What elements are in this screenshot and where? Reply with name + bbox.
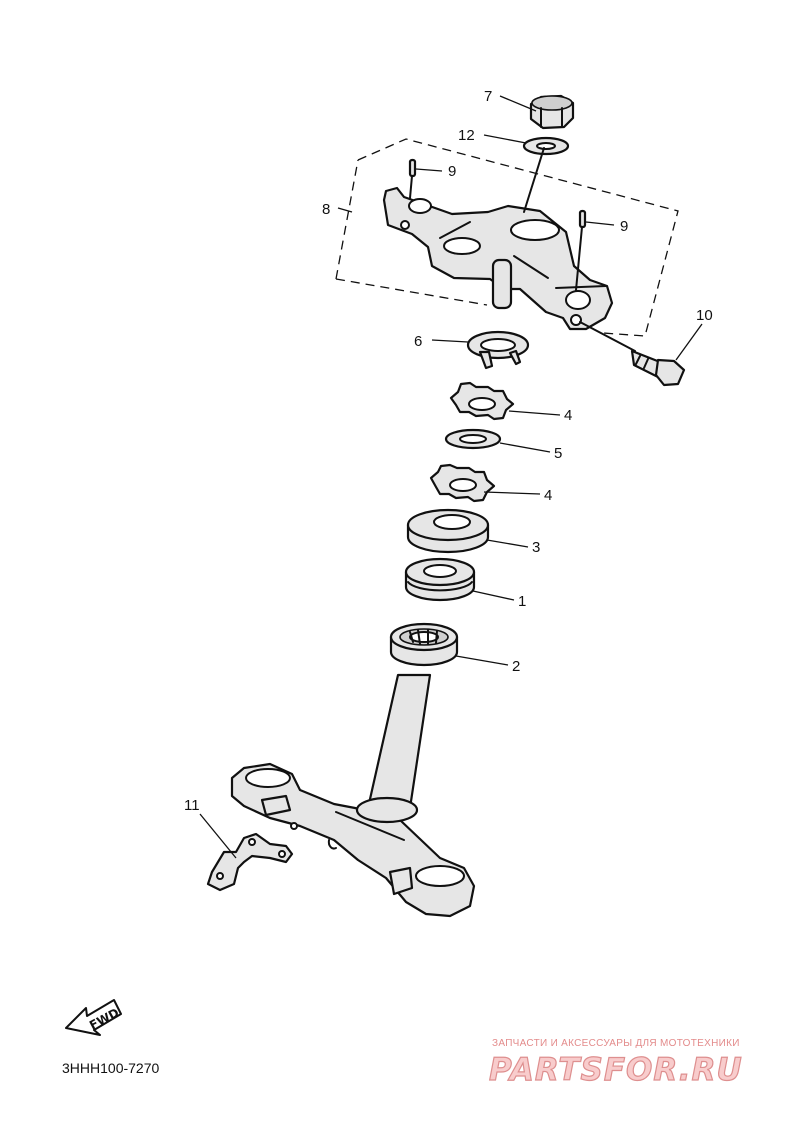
callout-9-left: 9 [448, 163, 456, 180]
leader-3 [486, 539, 529, 548]
callout-3: 3 [532, 539, 540, 556]
part-6-lock-washer [466, 330, 530, 370]
part-5-washer [444, 428, 502, 450]
leader-10 [675, 323, 703, 361]
callout-7: 7 [484, 88, 492, 105]
callout-4-lower: 4 [544, 487, 552, 504]
part-4-ring-nut-upper [449, 381, 515, 421]
callout-9-right: 9 [620, 218, 628, 235]
leader-5 [499, 442, 551, 453]
fwd-arrow-icon: FWD [65, 999, 122, 1036]
callout-1: 1 [518, 593, 526, 610]
leader-1 [472, 590, 515, 601]
part-9-pin-right [575, 209, 587, 291]
callout-8: 8 [322, 201, 330, 218]
part-12-washer [522, 136, 570, 156]
leader-6 [431, 339, 469, 343]
part-7-ring-nut [529, 94, 575, 130]
leader-8 [337, 207, 353, 213]
callout-5: 5 [554, 445, 562, 462]
under-bracket-steering-stem [230, 673, 476, 918]
callout-11: 11 [184, 797, 200, 814]
callout-10: 10 [696, 307, 713, 324]
leader-4-lower [483, 491, 541, 495]
callout-12: 12 [458, 127, 475, 144]
watermark-tagline: ЗАПЧАСТИ И АКСЕССУАРЫ ДЛЯ МОТОТЕХНИКИ [492, 1038, 740, 1049]
part-9-pin-left [408, 158, 417, 199]
leader-4-upper [508, 410, 561, 416]
part-1-bearing [404, 557, 476, 602]
part-4-ring-nut-lower [429, 463, 496, 503]
leader-2 [455, 655, 509, 666]
diagram-code: 3HHH100-7270 [62, 1060, 159, 1076]
leader-9-right [585, 221, 615, 226]
part-10-bolt [579, 321, 686, 387]
leader-7 [499, 95, 537, 112]
leader-12 [483, 134, 527, 144]
part-3-dust-seal [406, 508, 490, 554]
watermark: ЗАПЧАСТИ И АКСЕССУАРЫ ДЛЯ МОТОТЕХНИКИ PA… [488, 1038, 743, 1089]
leader-9-left [415, 168, 443, 172]
part-11-bracket [206, 832, 294, 892]
part-2-bearing [389, 622, 459, 667]
callout-6: 6 [414, 333, 422, 350]
callout-2: 2 [512, 658, 520, 675]
leader-11 [199, 813, 237, 859]
callout-4-upper: 4 [564, 407, 572, 424]
watermark-brand: PARTSFOR.RU [489, 1052, 743, 1088]
part-8-upper-bracket [335, 138, 679, 337]
